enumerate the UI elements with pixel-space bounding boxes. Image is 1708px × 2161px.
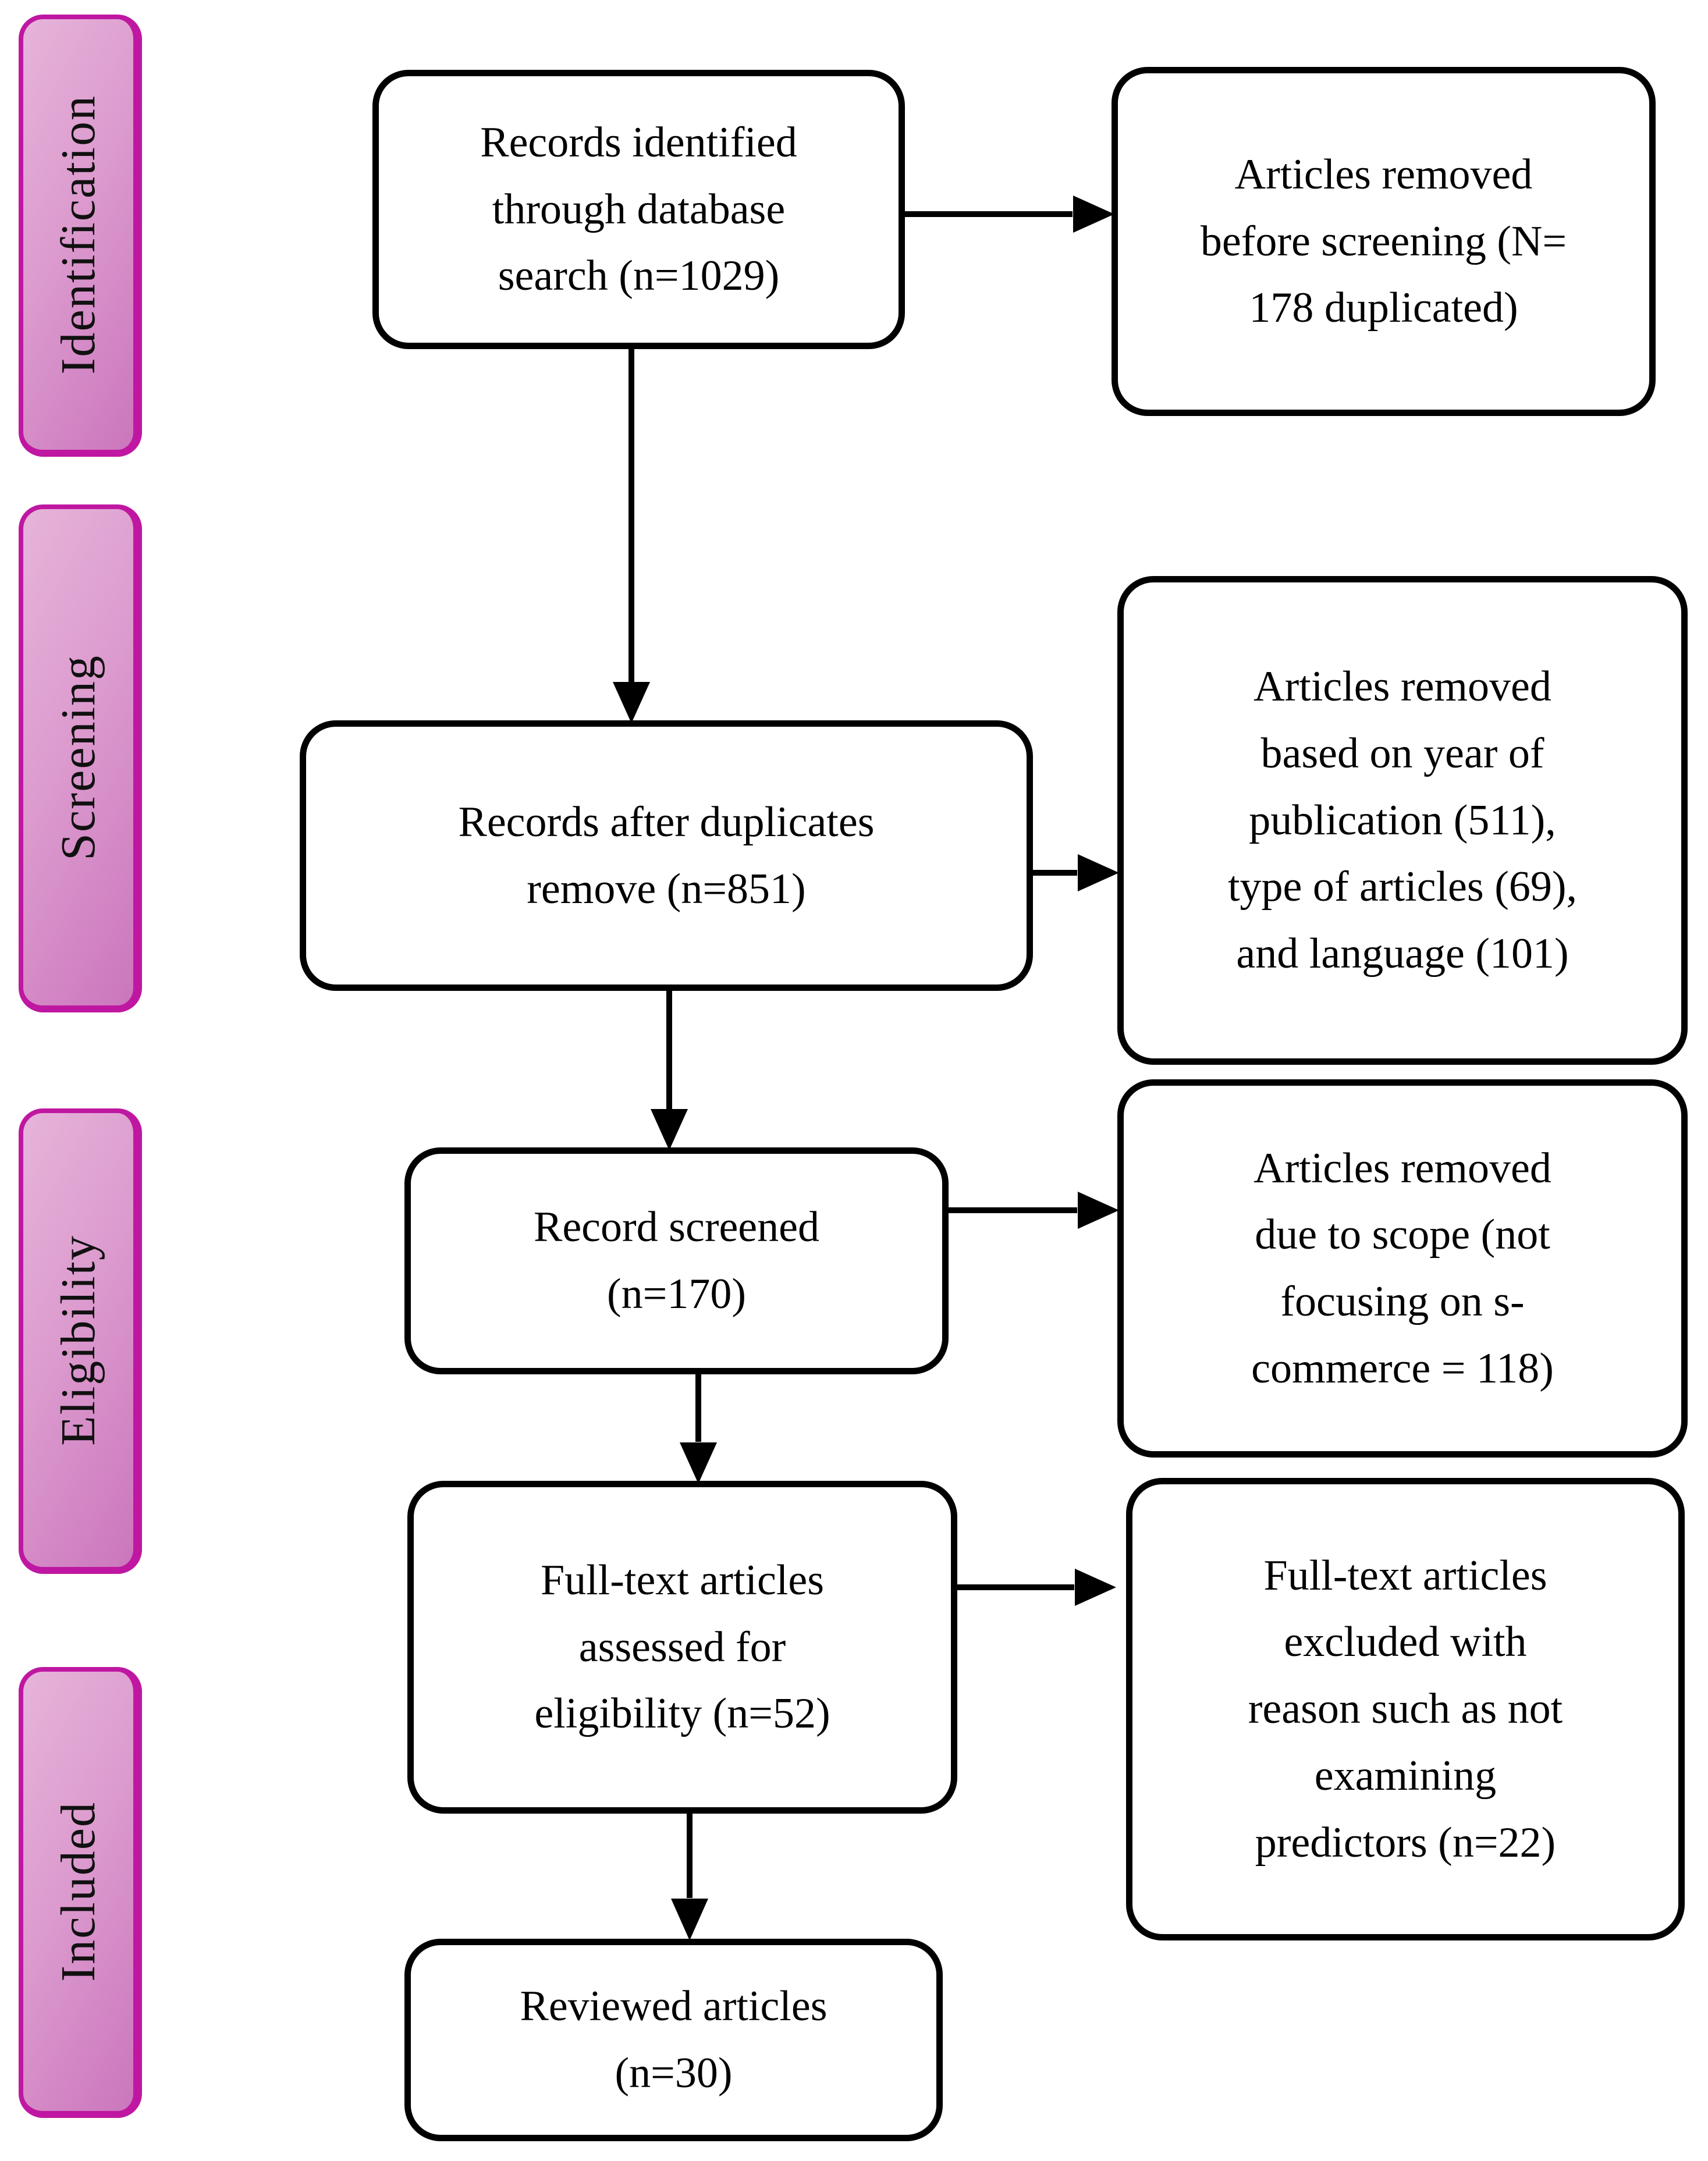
- flow-box-reviewed-articles: Reviewed articles (n=30): [404, 1939, 943, 2141]
- stage-bar-eligibility: Eligibility: [19, 1108, 142, 1574]
- exclusion-box-removed-before-screening: Articles removed before screening (N= 17…: [1112, 67, 1656, 416]
- flow-box-records-screened: Record screened (n=170): [404, 1147, 949, 1374]
- exclusion-box-fulltext-excluded: Full-text articles excluded with reason …: [1126, 1478, 1685, 1940]
- arrow-screened-to-fulltext: [680, 1372, 717, 1484]
- stage-bar-screening: Screening: [19, 504, 142, 1012]
- stage-label-screening: Screening: [51, 654, 105, 861]
- flow-box-records-after-duplicates: Records after duplicates remove (n=851): [300, 720, 1033, 991]
- flow-box-records-identified: Records identified through database sear…: [372, 70, 905, 349]
- arrow-duplicates-to-screened: [651, 989, 688, 1150]
- arrow-identified-to-removed-before-screening: [902, 196, 1114, 233]
- stage-bar-included: Included: [19, 1667, 142, 2118]
- exclusion-box-removed-year-type-language: Articles removed based on year of public…: [1117, 576, 1688, 1065]
- arrow-fulltext-to-excluded: [954, 1569, 1116, 1606]
- flow-box-fulltext-assessed: Full-text articles assessed for eligibil…: [407, 1481, 957, 1814]
- stage-bar-identification: Identification: [19, 15, 142, 457]
- stage-label-identification: Identification: [51, 94, 105, 375]
- exclusion-box-removed-scope: Articles removed due to scope (not focus…: [1117, 1079, 1688, 1458]
- stage-label-eligibility: Eligibility: [51, 1234, 105, 1446]
- arrow-screened-to-removed-scope: [946, 1192, 1119, 1229]
- arrow-duplicates-to-removed-year-type-language: [1030, 854, 1119, 891]
- arrow-identified-to-duplicates: [613, 349, 650, 723]
- arrow-fulltext-to-reviewed: [671, 1811, 708, 1940]
- stage-label-included: Included: [51, 1801, 105, 1982]
